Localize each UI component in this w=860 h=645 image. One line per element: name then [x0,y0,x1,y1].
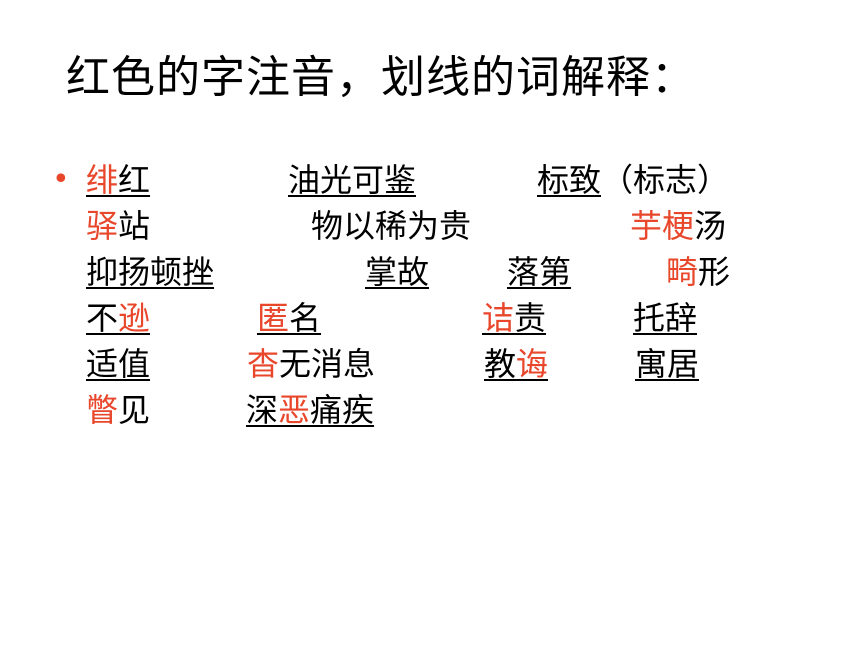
vocab-word-text: 驿站 [86,207,150,245]
annotated-character: 芋梗 [630,207,695,245]
annotated-character: 绯 [86,161,119,199]
vocab-word: 寓居 [635,344,699,384]
word-character: 痛疾 [310,391,375,429]
word-character: 掌故 [365,253,430,291]
vocab-word-text: 掌故 [365,253,429,291]
word-character: 寓居 [635,345,700,383]
word-note: （标志） [601,161,730,199]
vocab-word-text: 畸形 [666,253,730,291]
word-character: 标致 [537,161,602,199]
vocab-word-text: 深恶痛疾 [246,391,374,429]
word-character: 落第 [507,253,572,291]
word-character: 油光可鉴 [288,161,417,199]
vocab-word: 诘责 [482,298,546,338]
vocab-word: 芋梗汤 [630,206,726,246]
vocab-word-text: 油光可鉴 [288,161,416,199]
vocab-word: 适值 [86,344,150,384]
vocab-word: 油光可鉴 [288,160,416,200]
annotated-character: 恶 [278,391,311,429]
vocab-word: 落第 [507,252,571,292]
annotated-character: 畸 [666,253,699,291]
word-character: 名 [289,299,322,337]
annotated-character: 瞥 [86,391,119,429]
word-character: 红 [118,161,151,199]
word-character: 形 [698,253,731,291]
vocab-word: 杳无消息 [247,344,375,384]
vocab-word-text: 匿名 [257,299,321,337]
vocab-word-text: 不逊 [86,299,150,337]
word-character: 责 [514,299,547,337]
annotated-character: 逊 [118,299,151,337]
vocab-word: 瞥见 [86,390,150,430]
word-character: 汤 [694,207,727,245]
vocab-word: 物以稀为贵 [311,206,471,246]
vocab-word: 匿名 [257,298,321,338]
word-character: 不 [86,299,119,337]
word-character: 物以稀为贵 [311,207,472,245]
bullet-icon: • [52,162,70,197]
vocab-word: 标致（标志） [537,160,729,200]
word-character: 无消息 [279,345,376,383]
vocab-word-text: 瞥见 [86,391,150,429]
vocab-word-text: 物以稀为贵 [311,207,471,245]
word-character: 抑扬顿挫 [86,253,215,291]
vocab-word-text: 杳无消息 [247,345,375,383]
slide-title: 红色的字注音，划线的词解释： [66,52,696,103]
word-character: 深 [246,391,279,429]
vocab-word: 深恶痛疾 [246,390,374,430]
word-character: 教 [484,345,517,383]
vocab-word: 托辞 [633,298,697,338]
vocab-word-text: 抑扬顿挫 [86,253,214,291]
vocab-word-text: 托辞 [633,299,697,337]
vocab-word-text: 教诲 [484,345,548,383]
annotated-character: 诘 [482,299,515,337]
annotated-character: 杳 [247,345,280,383]
word-character: 托辞 [633,299,698,337]
vocab-word: 驿站 [86,206,150,246]
vocab-word: 掌故 [365,252,429,292]
vocab-word-text: 寓居 [635,345,699,383]
word-character: 适值 [86,345,151,383]
word-character: 站 [118,207,151,245]
vocab-word: 畸形 [666,252,730,292]
vocab-word: 教诲 [484,344,548,384]
vocab-word-text: 标致 [537,161,601,199]
vocab-word-text: 适值 [86,345,150,383]
annotated-character: 驿 [86,207,119,245]
vocab-word-text: 诘责 [482,299,546,337]
annotated-character: 匿 [257,299,290,337]
vocab-word: 抑扬顿挫 [86,252,214,292]
vocab-word: 不逊 [86,298,150,338]
vocab-word-text: 绯红 [86,161,150,199]
vocab-word-text: 芋梗汤 [630,207,726,245]
word-character: 见 [118,391,151,429]
vocab-word-text: 落第 [507,253,571,291]
vocab-word: 绯红 [86,160,150,200]
annotated-character: 诲 [516,345,549,383]
